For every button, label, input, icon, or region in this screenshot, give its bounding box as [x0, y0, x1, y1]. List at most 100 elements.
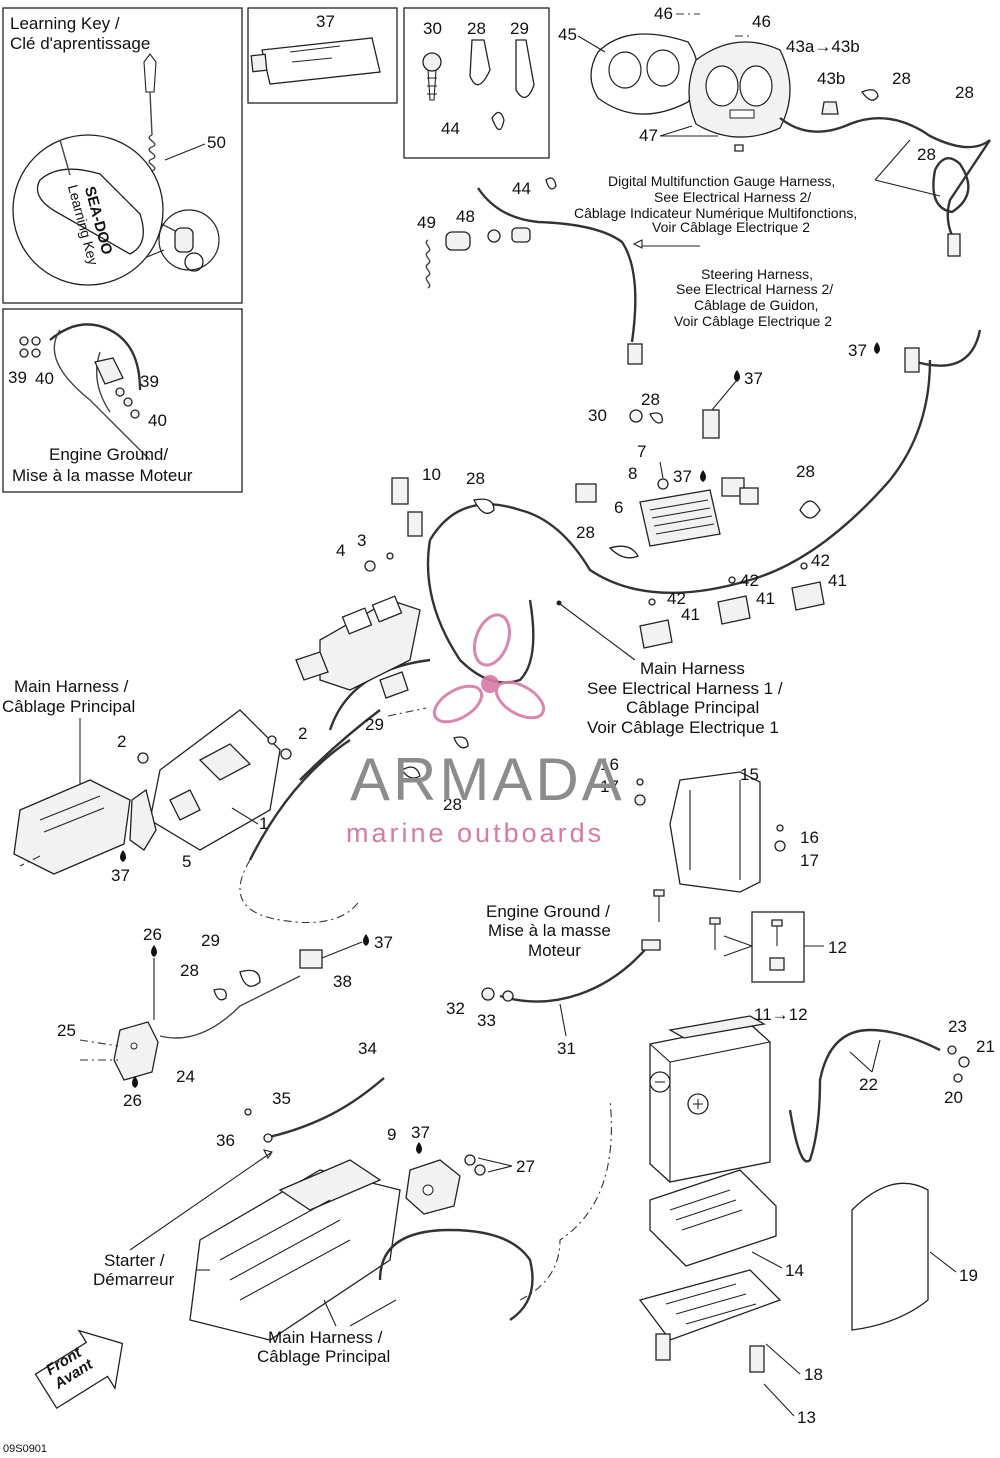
gauge-connector — [947, 233, 961, 257]
starter-relay-9 — [405, 1159, 461, 1215]
connector-regulator-b — [739, 487, 759, 505]
label-28c: 28 — [955, 83, 974, 102]
learning-key-title-en: Learning Key / — [10, 14, 120, 33]
sealant-drop-37e — [120, 850, 126, 862]
label-29a: 29 — [510, 19, 529, 38]
starter-cable-loop — [378, 1228, 534, 1321]
label-28i: 28 — [443, 795, 462, 814]
washer-2b — [267, 735, 277, 745]
label-16b: 16 — [800, 828, 819, 847]
gauge-harness-note-2: See Electrical Harness 2/ — [654, 189, 811, 205]
drawing-reference: 09S0901 — [3, 1443, 47, 1455]
engine-ground-mid-1: Engine Ground / — [486, 902, 610, 921]
label-37f: 37 — [374, 933, 393, 952]
main-harness-note-1: Main Harness — [640, 659, 745, 678]
connector-38 — [299, 949, 323, 969]
label-1: 1 — [259, 814, 268, 833]
engine-ground-mid-3: Moteur — [528, 941, 581, 960]
sealant-tube-37 — [250, 37, 381, 85]
washer-8 — [657, 478, 669, 490]
nut-30 — [629, 409, 643, 423]
sealant-drop-37g — [416, 1142, 422, 1154]
connector-37c — [702, 409, 720, 439]
bolt-32 — [481, 987, 495, 1001]
label-28j: 28 — [180, 961, 199, 980]
label-15: 15 — [740, 765, 759, 784]
screw-47 — [734, 144, 744, 152]
label-28a: 28 — [467, 19, 486, 38]
voltage-regulator-6 — [639, 489, 721, 547]
label-42c: 42 — [811, 551, 830, 570]
steering-harness — [477, 187, 637, 343]
nut-27a — [464, 1154, 476, 1166]
battery-cover-19 — [851, 1182, 929, 1331]
label-46a: 46 — [654, 4, 673, 23]
label-37c: 37 — [744, 369, 763, 388]
learning-key-title-fr: Clé d'aprentissage — [10, 34, 150, 53]
label-48: 48 — [456, 207, 475, 226]
label-44a: 44 — [441, 119, 460, 138]
sealant-inset — [247, 7, 398, 104]
tie-29c — [239, 969, 261, 987]
label-21: 21 — [976, 1037, 995, 1056]
washer-23 — [947, 1045, 957, 1055]
label-37b: 37 — [673, 467, 692, 486]
label-32: 32 — [446, 999, 465, 1018]
tie-28i-b — [453, 736, 469, 749]
label-28f: 28 — [641, 390, 660, 409]
label-43b: 43b — [817, 69, 845, 88]
label-17b: 17 — [800, 851, 819, 870]
washer-2c — [280, 748, 292, 760]
engine-ground-inset-fr: Mise à la masse Moteur — [12, 466, 193, 485]
main-harness-loop — [426, 539, 535, 684]
sealant-drop-37d — [874, 342, 880, 354]
sealant-drop-26b — [132, 1076, 138, 1088]
switch-wire — [159, 975, 301, 1039]
washer-2a — [137, 752, 149, 764]
label-41c: 41 — [828, 571, 847, 590]
sealant-drop-37b — [700, 470, 706, 482]
steering-note-1: Steering Harness, — [701, 266, 813, 282]
gauge-harness-loop — [932, 157, 970, 214]
label-38: 38 — [333, 972, 352, 991]
clip-49 — [425, 239, 431, 289]
label-42b: 42 — [740, 571, 759, 590]
starter-motor — [189, 1159, 401, 1341]
tie-28f — [649, 412, 663, 424]
connector-main-top — [575, 483, 597, 503]
label-37a: 37 — [316, 12, 335, 31]
battery-11 — [649, 1015, 771, 1183]
main-harness-left-fr: Câblage Principal — [2, 697, 135, 716]
label-26a: 26 — [143, 925, 162, 944]
label-33: 33 — [477, 1011, 496, 1030]
label-27: 27 — [516, 1157, 535, 1176]
label-30b: 30 — [588, 406, 607, 425]
connector-37-right — [904, 347, 920, 373]
clip-44 — [545, 177, 557, 190]
start-stop-switch-24 — [113, 1021, 159, 1081]
label-7: 7 — [637, 442, 646, 461]
label-49: 49 — [417, 213, 436, 232]
main-harness-upper — [428, 359, 932, 595]
label-39b: 39 — [140, 372, 159, 391]
label-4: 4 — [336, 541, 345, 560]
label-35: 35 — [272, 1089, 291, 1108]
steering-note-2: See Electrical Harness 2/ — [676, 281, 833, 297]
main-harness-left-en: Main Harness / — [14, 677, 129, 696]
gauge-bezel-45 — [590, 33, 699, 115]
battery-bracket-15 — [669, 771, 761, 893]
engine-ground-drawing — [19, 323, 151, 461]
fasteners-drawing — [422, 39, 535, 131]
gauge-harness-note-1: Digital Multifunction Gauge Harness, — [608, 173, 835, 189]
connector-10b — [407, 511, 423, 537]
gauge-harness-drop — [946, 139, 991, 241]
label-45: 45 — [558, 25, 577, 44]
tie-28h — [608, 545, 639, 559]
sealant-drop-37c — [734, 370, 740, 382]
label-5: 5 — [182, 852, 191, 871]
ecu-module — [13, 779, 131, 875]
tie-28e — [473, 498, 495, 514]
label-23: 23 — [948, 1017, 967, 1036]
label-41a: 41 — [681, 605, 700, 624]
